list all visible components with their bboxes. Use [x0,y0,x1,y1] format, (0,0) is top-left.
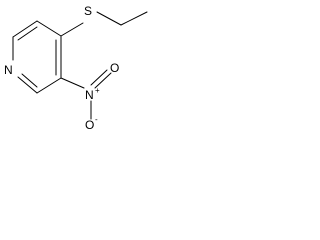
sulfur-label: S [84,4,92,18]
bond-c6-ring-n-inner [21,73,38,88]
ring-nitrogen-label: N [4,63,13,77]
oxygen-bottom-charge: - [95,115,98,124]
bond-c4-sulfur [60,22,84,37]
structure-canvas: N S N + O O - [0,0,185,135]
bond-sulfur-ch2 [96,11,122,26]
oxygen-top-label: O [110,61,119,75]
bond-nitro-n-o-top-a [90,69,108,86]
nitro-nitrogen-charge: + [95,86,100,95]
bond-c5-nitro-n [60,77,85,89]
nitro-nitrogen-label: N [85,88,94,102]
bond-c6-ring-n [17,76,38,94]
bond-c3-c4 [36,20,62,37]
bond-ch2-ch3 [120,11,148,26]
oxygen-bottom-label: O [85,118,94,132]
bond-c2-c3 [12,20,38,38]
bond-c5-c6 [36,77,62,94]
bond-nitro-n-o-top-b [94,72,112,89]
bond-c2-c3-inner [17,26,38,41]
molecule-structure: N S N + O O - [4,4,148,132]
